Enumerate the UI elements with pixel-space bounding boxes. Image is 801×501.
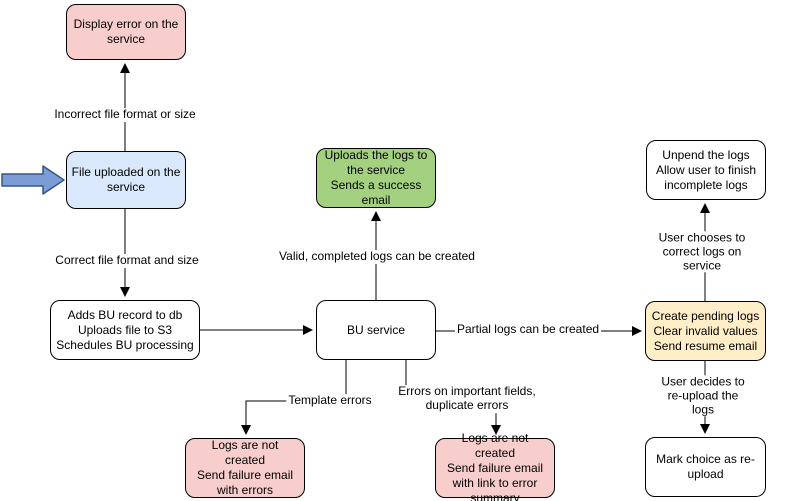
node-display-error: Display error on the service [66,4,186,60]
node-mark-choice-reupload: Mark choice as re- upload [645,437,766,497]
edge-label-user-decides: User decides to re-upload the logs [654,374,752,417]
input-arrow-icon [1,165,65,195]
node-file-uploaded: File uploaded on the service [66,151,186,209]
node-adds-bu-record: Adds BU record to db Uploads file to S3 … [50,300,200,360]
edge-label-valid-logs: Valid, completed logs can be created [277,249,477,264]
node-logs-not-created-errors: Logs are not created Send failure email … [185,438,305,498]
node-bu-service: BU service [316,300,436,360]
node-create-pending-logs: Create pending logs Clear invalid values… [645,301,766,361]
node-uploads-logs-success: Uploads the logs to the service Sends a … [316,148,436,208]
node-logs-not-created-summary: Logs are not created Send failure email … [435,431,555,501]
edge-label-correct-file: Correct file format and size [53,253,201,268]
edge-label-incorrect-file: Incorrect file format or size [52,107,198,122]
edge-label-user-chooses: User chooses to correct logs on service [652,230,752,273]
node-unpend-logs: Unpend the logs Allow user to finish inc… [646,140,766,200]
edge-label-template-errors: Template errors [286,393,374,408]
edge-label-partial-logs: Partial logs can be created [454,322,602,337]
edge-label-important-errors: Errors on important fields, duplicate er… [396,384,538,413]
